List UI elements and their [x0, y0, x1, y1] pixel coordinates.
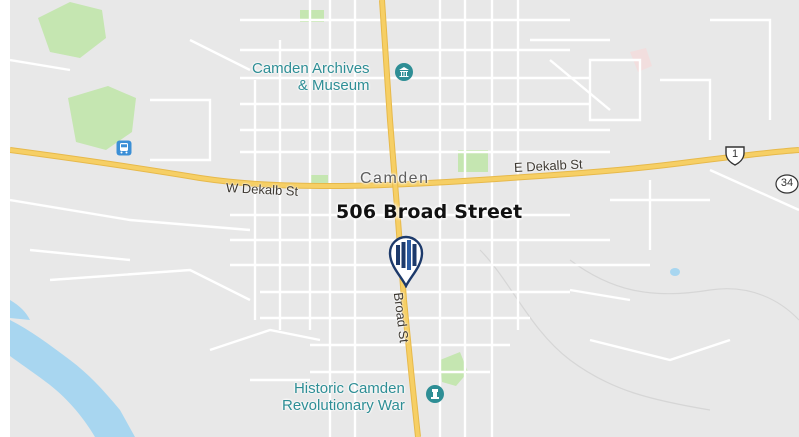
historic-camden-label-line2: Revolutionary War	[282, 397, 405, 414]
historic-camden-label[interactable]: Historic Camden Revolutionary War	[282, 380, 405, 414]
location-pin-icon[interactable]	[387, 234, 425, 288]
archives-museum-label-line2: & Museum	[297, 77, 370, 94]
park-area-west	[68, 86, 136, 150]
us-route-shield-icon	[725, 146, 745, 166]
museum-icon[interactable]	[394, 62, 414, 82]
street-map[interactable]: Camden Archives & Museum Historic Camden…	[10, 0, 799, 437]
state-route-number: 34	[780, 177, 794, 189]
pond-west	[10, 300, 30, 320]
park-area-northwest	[38, 2, 106, 58]
archives-museum-label-line1: Camden Archives	[252, 60, 370, 77]
historic-camden-label-line1: Historic Camden	[293, 380, 405, 397]
historic-site-icon[interactable]	[425, 384, 445, 404]
bus-station-icon[interactable]	[116, 140, 132, 156]
state-route-shield-icon	[775, 174, 799, 194]
park-area-center	[458, 150, 488, 172]
address-title: 506 Broad Street	[336, 201, 523, 223]
pond-east	[670, 268, 680, 276]
archives-museum-label[interactable]: Camden Archives & Museum	[252, 60, 370, 94]
dekalb-highway	[10, 148, 799, 189]
park-area-south	[440, 352, 468, 386]
us-route-number: 1	[731, 148, 739, 160]
street-network	[10, 0, 799, 437]
town-label: Camden	[360, 170, 430, 187]
river	[10, 320, 135, 437]
